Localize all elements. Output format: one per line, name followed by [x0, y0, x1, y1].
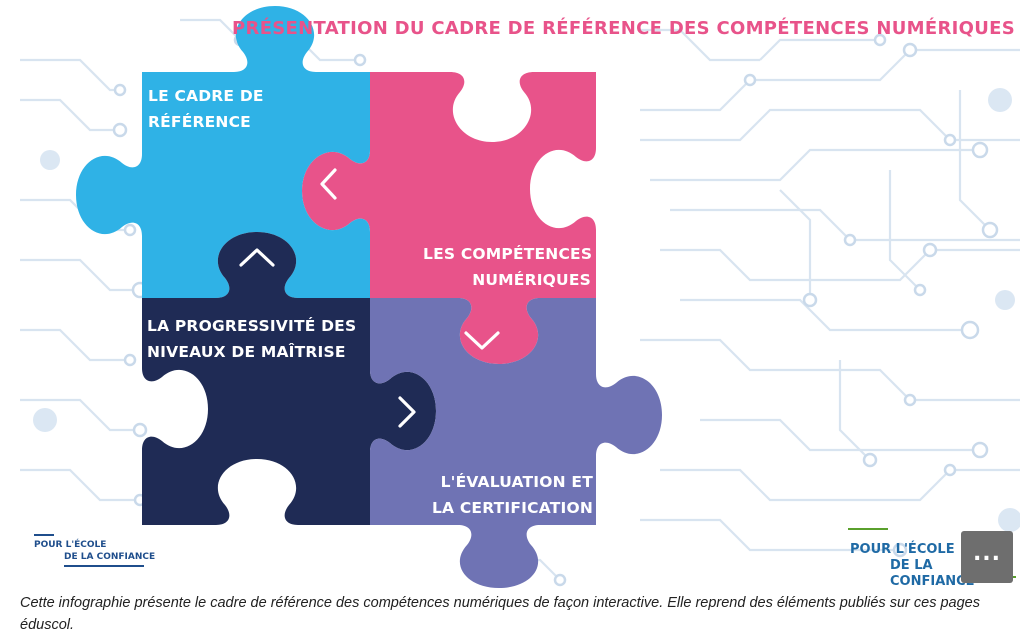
chevron-down-icon[interactable]: [464, 331, 500, 350]
logo-bar: [64, 565, 144, 567]
label-competences[interactable]: LES COMPÉTENCES NUMÉRIQUES: [423, 241, 593, 293]
logo-ecole-confiance-small: POUR L'ÉCOLE DE LA CONFIANCE: [34, 534, 164, 574]
label-evaluation[interactable]: L'ÉVALUATION ET LA CERTIFICATION: [420, 469, 593, 521]
label-progressivite[interactable]: LA PROGRESSIVITÉ DES NIVEAUX DE MAÎTRISE: [147, 313, 356, 365]
chevron-up-icon[interactable]: [239, 248, 275, 267]
label-competences-line1: LES COMPÉTENCES: [423, 245, 593, 263]
label-cadre-line1: LE CADRE DE: [148, 87, 264, 105]
label-progressivite-line1: LA PROGRESSIVITÉ DES: [147, 317, 357, 335]
label-competences-line2: NUMÉRIQUES: [472, 271, 591, 289]
more-options-button[interactable]: ...: [961, 531, 1013, 583]
infographic-caption: Cette infographie présente le cadre de r…: [20, 595, 980, 633]
logo-large-line2: DE LA CONFIANCE: [890, 558, 975, 588]
logo-small-line1: POUR L'ÉCOLE: [34, 540, 107, 550]
circuit-background: [20, 18, 1020, 587]
logo-large-line1: POUR L'ÉCOLE: [850, 542, 955, 557]
more-dots-icon: ...: [972, 541, 1002, 566]
label-cadre[interactable]: LE CADRE DE RÉFÉRENCE: [148, 83, 264, 135]
logo-small-line2: DE LA CONFIANCE: [64, 552, 156, 562]
chevron-left-icon[interactable]: [320, 168, 337, 200]
label-evaluation-line2: LA CERTIFICATION: [431, 499, 593, 517]
piece-competences[interactable]: [302, 72, 596, 364]
label-cadre-line2: RÉFÉRENCE: [148, 113, 251, 131]
puzzle: [76, 6, 662, 588]
infographic-title: PRÉSENTATION DU CADRE DE RÉFÉRENCE DES C…: [232, 18, 1015, 39]
label-evaluation-line1: L'ÉVALUATION ET: [440, 473, 593, 491]
piece-cadre[interactable]: [76, 6, 370, 298]
logo-bar: [34, 534, 54, 536]
infographic-frame: PRÉSENTATION DU CADRE DE RÉFÉRENCE DES C…: [20, 0, 1020, 588]
piece-progressivite[interactable]: [142, 232, 436, 525]
piece-evaluation[interactable]: [370, 298, 662, 588]
logo-ecole-confiance-large: POUR L'ÉCOLE DE LA CONFIANCE: [848, 528, 1018, 588]
label-progressivite-line2: NIVEAUX DE MAÎTRISE: [147, 343, 346, 361]
logo-bar: [848, 528, 888, 530]
chevron-right-icon[interactable]: [398, 396, 416, 428]
